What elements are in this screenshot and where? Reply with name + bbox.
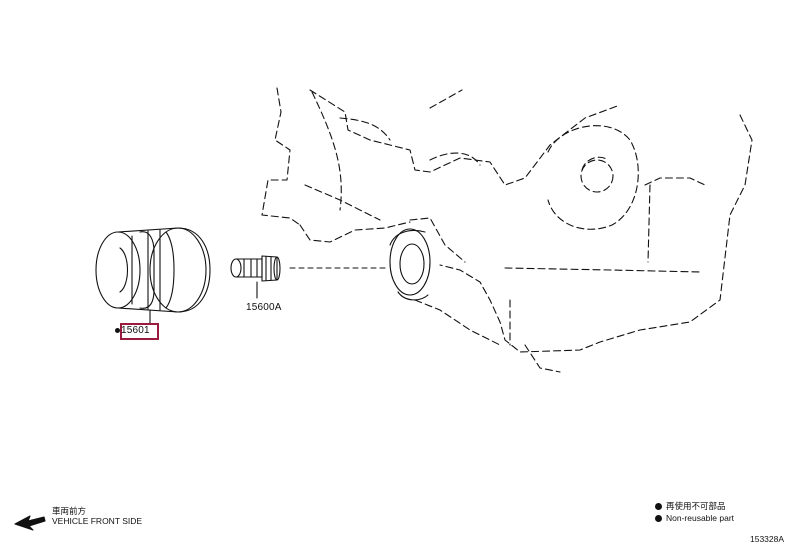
part-label-union[interactable]: 15600A (246, 302, 282, 313)
non-reusable-dot-icon (655, 503, 662, 511)
oil-filter-part (95, 227, 211, 324)
left-arrow-icon (14, 515, 46, 531)
non-reusable-dot-icon (655, 515, 662, 523)
vehicle-front-label-en: VEHICLE FRONT SIDE (52, 516, 143, 526)
non-reusable-legend-jp: 再使用不可部品 (655, 500, 726, 512)
part-label-oil-filter[interactable]: 15601 (115, 325, 150, 336)
illustration-code: 153328A (750, 534, 785, 544)
non-reusable-legend-en: Non-reusable part (655, 513, 734, 523)
union-part (230, 255, 281, 299)
engine-block-outline (261, 87, 753, 373)
filter-mount-boss (389, 228, 431, 301)
vehicle-front-label-jp: 車両前方 (52, 506, 87, 516)
non-reusable-dot-icon (115, 327, 120, 333)
highlight-box-oil-filter (120, 323, 159, 340)
